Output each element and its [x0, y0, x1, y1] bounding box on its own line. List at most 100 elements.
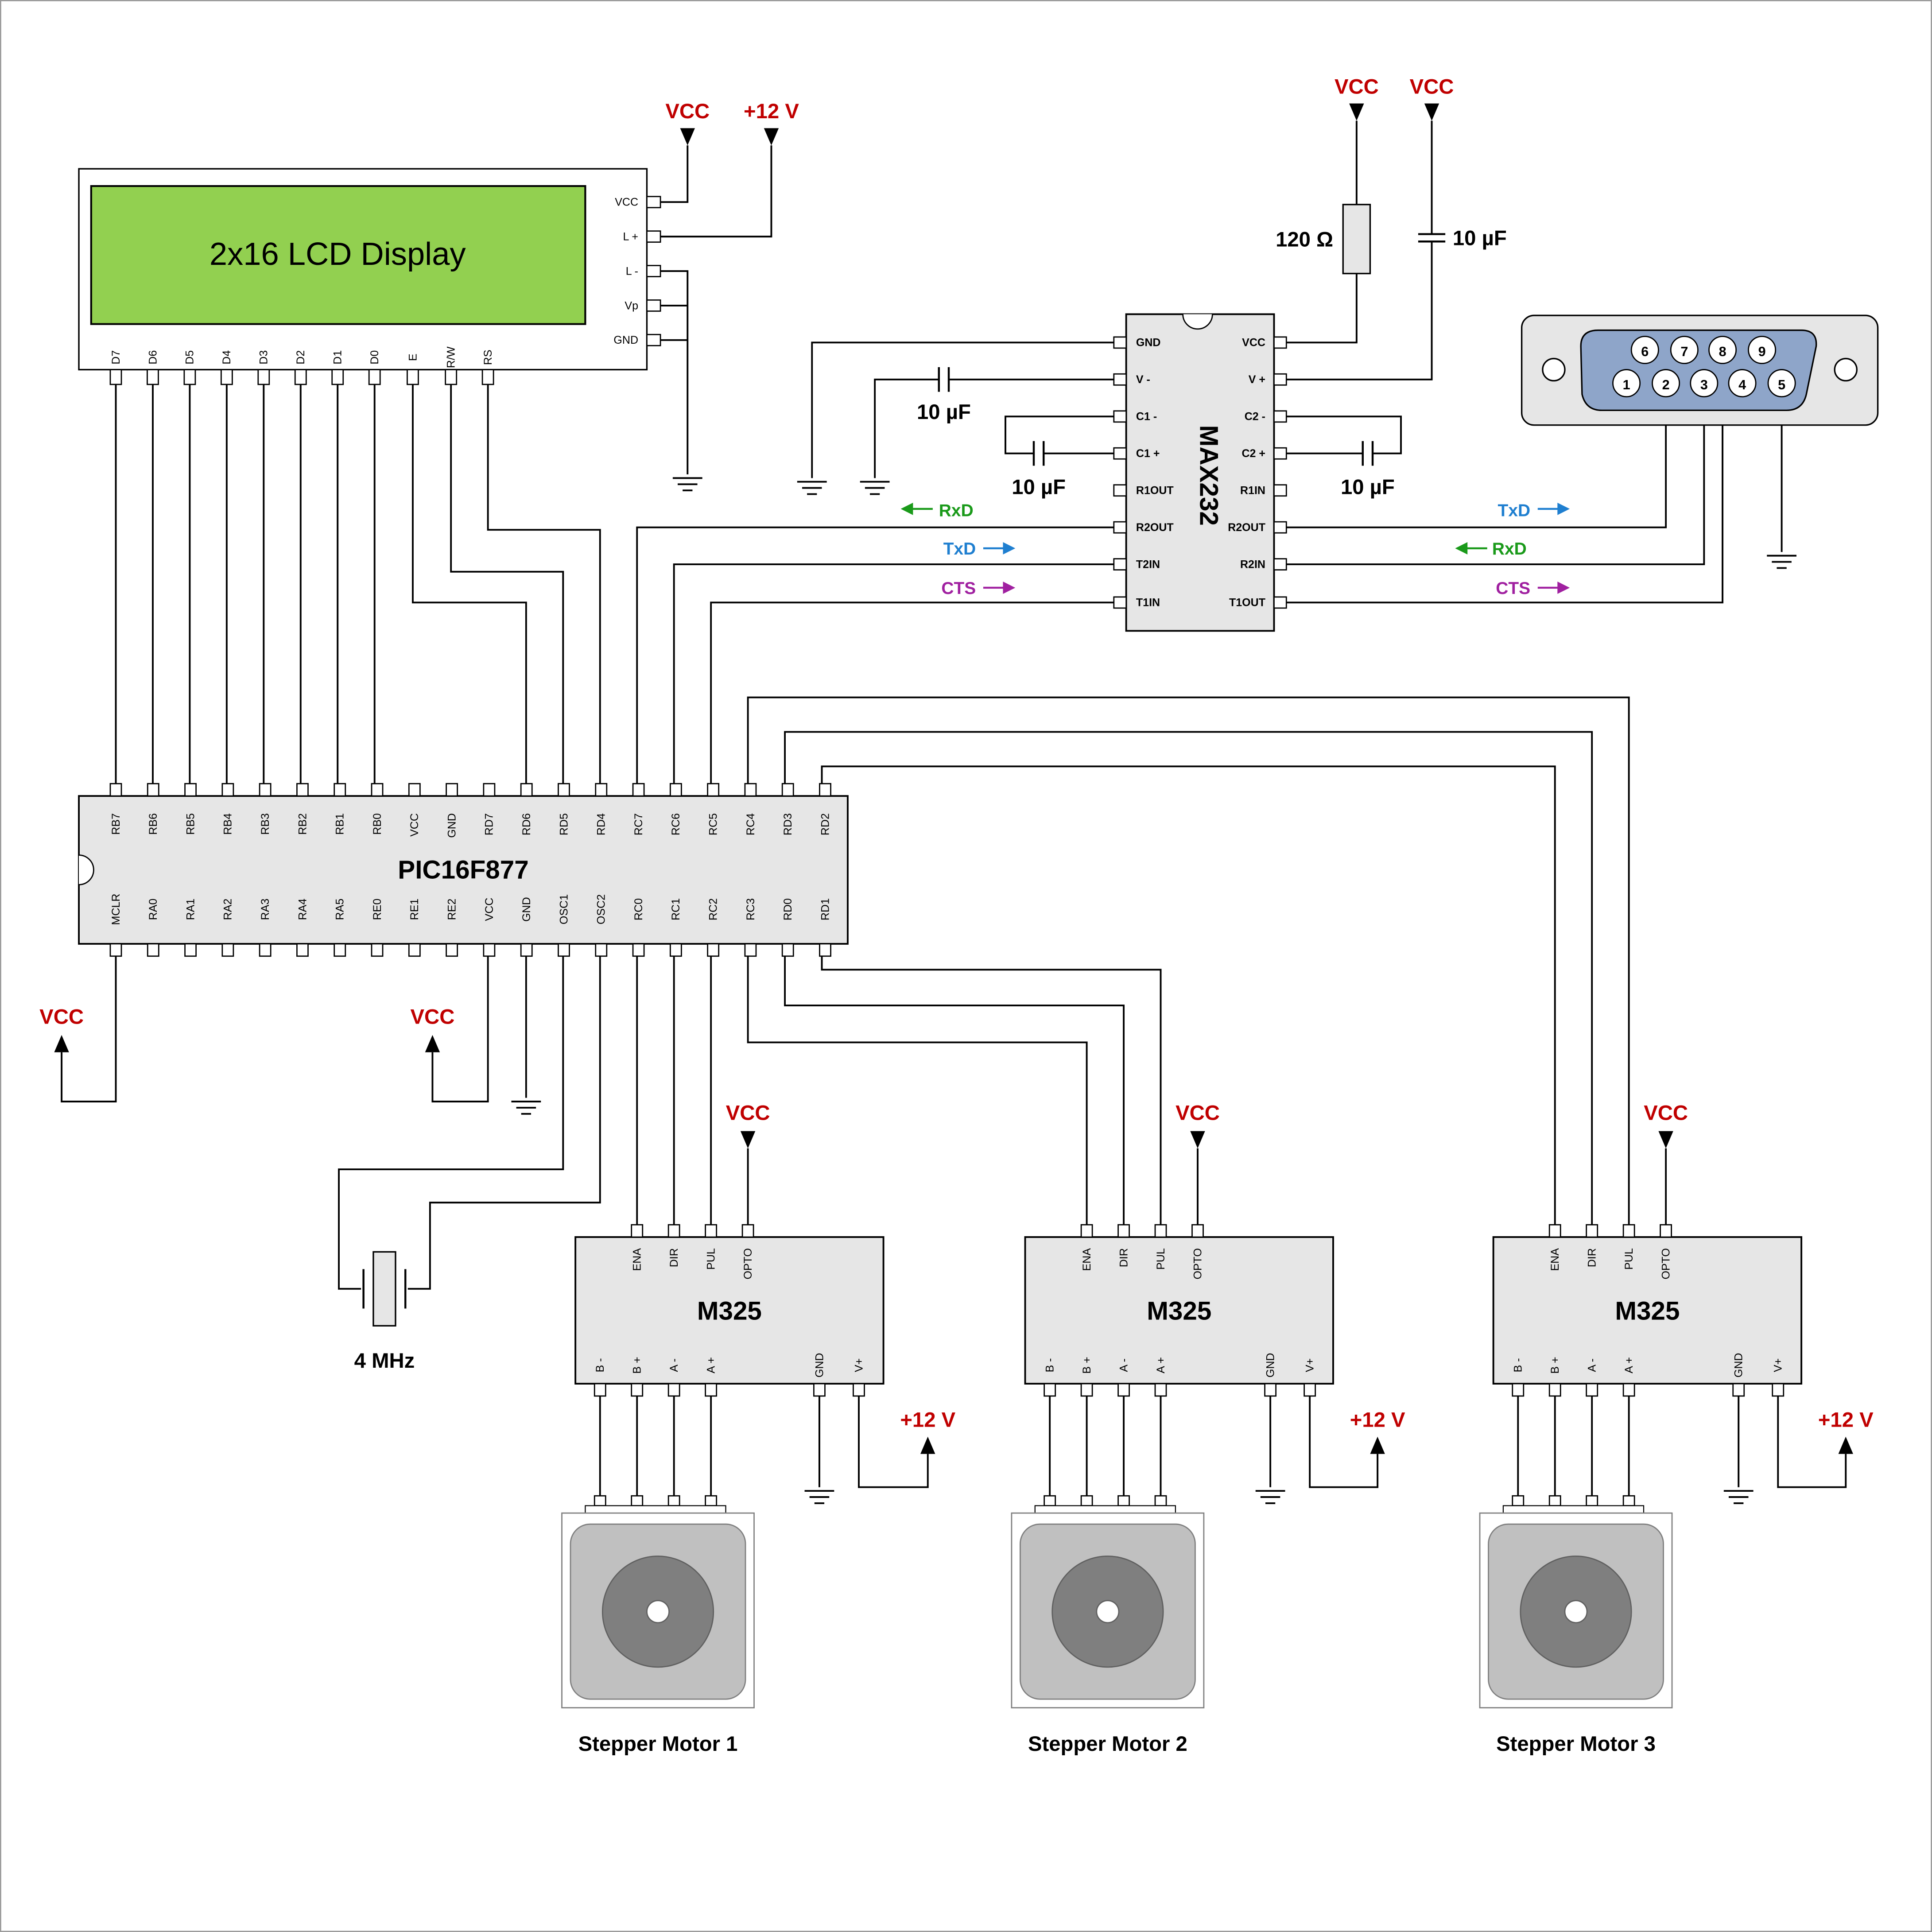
db9-pin-label: 5	[1778, 377, 1785, 392]
max232-notch	[1182, 314, 1213, 330]
pic-pin-label: RC0	[632, 898, 645, 920]
power-label: VCC	[411, 1005, 455, 1029]
signal-label: RxD	[939, 501, 974, 520]
pin	[1080, 1383, 1093, 1397]
motor-connector	[585, 1505, 726, 1514]
ground-symbol	[672, 477, 702, 492]
power-label: +12 V	[1818, 1408, 1874, 1432]
pic-pin-label: MCLR	[110, 894, 122, 925]
pin	[1044, 1383, 1056, 1397]
pin	[705, 1495, 718, 1506]
pic-pin-label: RD4	[595, 813, 608, 835]
pin	[632, 783, 645, 797]
pin	[595, 783, 608, 797]
pin	[1273, 521, 1287, 534]
driver-pin-label: GND	[1733, 1353, 1745, 1378]
max232-pin-label: R2IN	[1240, 558, 1265, 570]
driver-pin-label: V+	[1772, 1358, 1785, 1372]
max232-pin-label: R1IN	[1240, 485, 1265, 497]
power-arrow	[1658, 1131, 1673, 1148]
pin	[744, 783, 757, 797]
wire	[673, 563, 1114, 784]
motor-shaft	[1564, 1600, 1588, 1624]
db9-pin	[1670, 336, 1699, 365]
power-label: +12 V	[1350, 1408, 1405, 1432]
pin	[1548, 1495, 1561, 1506]
lcd-pin-label: D4	[221, 350, 233, 365]
pin	[1113, 410, 1127, 423]
pin	[483, 943, 496, 957]
wire	[660, 270, 689, 475]
pin	[1772, 1383, 1785, 1397]
pin	[853, 1383, 865, 1397]
power-label: +12 V	[744, 100, 799, 123]
pin	[1113, 596, 1127, 609]
pin	[1548, 1383, 1561, 1397]
pic-pin-label: RE2	[446, 899, 458, 920]
pin	[667, 1495, 680, 1506]
max232-chip	[1125, 313, 1275, 632]
resistor-label: 120 Ω	[1276, 228, 1333, 251]
pin	[408, 783, 421, 797]
pic-pin-label: RB3	[259, 813, 272, 835]
max232-pin-label: R1OUT	[1136, 485, 1174, 497]
pin	[1660, 1224, 1672, 1238]
driver-pin-label: A -	[668, 1358, 680, 1372]
wires	[61, 120, 1847, 1496]
pin	[334, 943, 346, 957]
pin	[481, 369, 494, 385]
signal-arrow	[1557, 503, 1570, 515]
lcd-pin-label: D0	[369, 350, 381, 365]
pin	[1732, 1383, 1745, 1397]
ground-symbol	[797, 481, 827, 495]
driver-2	[1024, 1236, 1334, 1385]
pin	[1113, 558, 1127, 571]
power-arrow	[680, 128, 695, 146]
db9-pin	[1690, 369, 1719, 398]
pin	[558, 783, 570, 797]
ground-symbol	[1723, 1490, 1754, 1504]
ground-symbol	[1255, 1490, 1285, 1504]
lcd-pin-label: D5	[184, 350, 196, 365]
driver-pin-label: V+	[853, 1358, 865, 1372]
capacitor	[938, 367, 950, 392]
signal-label: CTS	[1496, 579, 1530, 598]
pin	[1117, 1383, 1130, 1397]
lcd-pin-label: D1	[332, 350, 344, 365]
pin	[109, 943, 122, 957]
db9-pin	[1652, 369, 1680, 398]
pin	[667, 1224, 680, 1238]
pic-chip	[78, 795, 849, 945]
signal-arrow	[1003, 582, 1016, 594]
lcd-pin-label: L -	[626, 265, 638, 277]
pin	[446, 943, 458, 957]
pin	[334, 783, 346, 797]
driver-body	[574, 1236, 885, 1385]
pic-pin-label: RA4	[296, 899, 309, 920]
pin	[1113, 336, 1127, 349]
wire	[411, 384, 527, 784]
db9-mount-hole	[1542, 357, 1566, 382]
pic-pin-label: OSC1	[558, 894, 570, 924]
pin	[1273, 447, 1287, 460]
pic-pin-label: VCC	[483, 898, 496, 921]
wire	[1286, 241, 1433, 380]
pin	[595, 943, 608, 957]
power-arrow	[1424, 103, 1439, 121]
lcd-screen	[90, 185, 586, 325]
driver-pin-label: A -	[1117, 1358, 1130, 1372]
pin	[109, 783, 122, 797]
pin	[1154, 1495, 1167, 1506]
driver-1	[574, 1236, 885, 1385]
wire	[710, 601, 1114, 784]
power-label: VCC	[1175, 1102, 1220, 1125]
pic-name: PIC16F877	[398, 855, 528, 884]
wire	[1777, 1396, 1847, 1488]
pin	[631, 1224, 644, 1238]
pin	[705, 1224, 718, 1238]
pic-pin-label: RB1	[334, 813, 346, 835]
pic-pin-label: RC4	[745, 813, 757, 835]
power-arrow	[1349, 103, 1364, 121]
driver-pin-label: B +	[631, 1357, 644, 1373]
